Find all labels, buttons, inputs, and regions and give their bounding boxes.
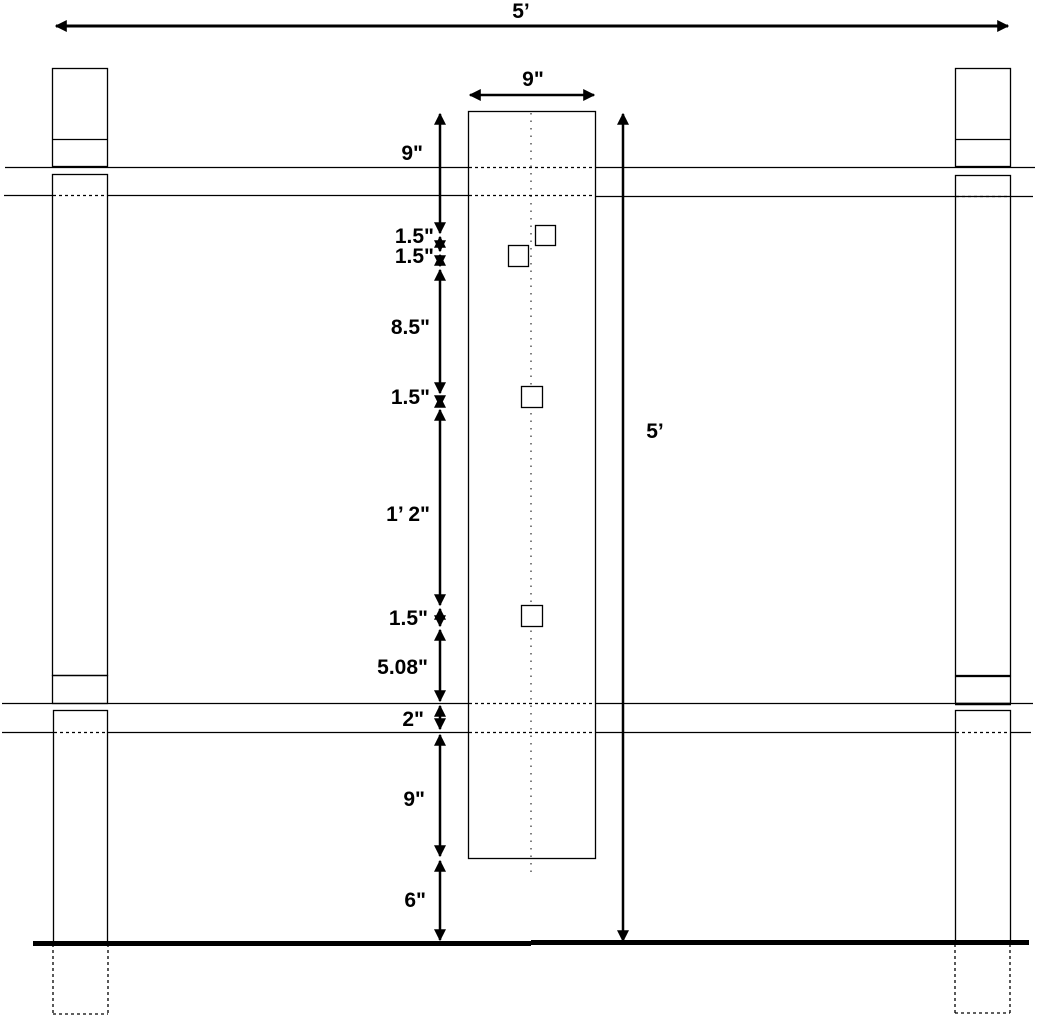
overall-width-dimension: 5’ [54, 0, 1010, 32]
dim-label-gap-2: 1’ 2" [386, 503, 430, 526]
overall-height-label: 5’ [646, 420, 664, 443]
dim-label-hole-4: 1.5" [389, 607, 428, 630]
center-board [467, 110, 597, 878]
dim-label-lower-rail: 2" [402, 708, 424, 731]
ground-line [33, 940, 1029, 946]
upper-rail [4, 166, 1035, 198]
overall-width-label: 5’ [512, 0, 530, 23]
hole-3 [520, 385, 544, 409]
overall-height-dimension: 5’ [617, 112, 664, 943]
dim-label-hole-1: 1.5" [395, 225, 434, 248]
left-post [51, 67, 109, 1015]
dim-label-gap-1: 8.5" [391, 316, 430, 339]
hole-4 [520, 604, 544, 628]
vertical-dimension-labels: 9" 1.5" 1.5" 8.5" 1.5" 1’ 2" 1.5" 5.08" … [377, 142, 434, 912]
hole-1 [534, 224, 557, 247]
dim-label-rail-to-bottom: 9" [403, 788, 425, 811]
hole-2 [507, 244, 530, 268]
lower-rail [2, 702, 1033, 734]
dim-label-ground-gap: 6" [404, 889, 426, 912]
board-width-dimension: 9" [468, 68, 596, 101]
dim-label-hole-3: 1.5" [391, 386, 430, 409]
board-width-label: 9" [522, 68, 544, 91]
dim-label-board-top: 9" [401, 142, 423, 165]
dim-label-hole-2: 1.5" [395, 245, 434, 268]
dim-label-gap-3: 5.08" [377, 656, 428, 679]
right-post [954, 67, 1012, 1014]
